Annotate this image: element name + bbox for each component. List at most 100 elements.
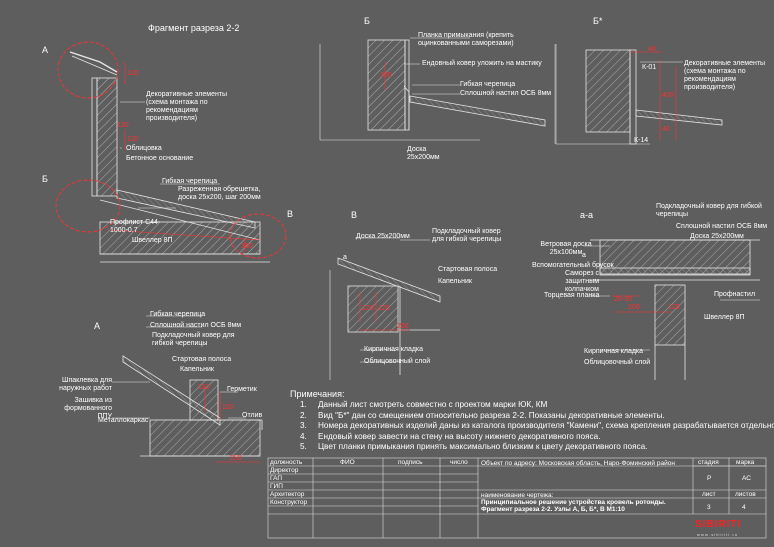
label-profiled-sheet: Профлист С44-1000-0.7 xyxy=(110,219,161,234)
stamp-col-name: ФИО xyxy=(340,459,355,466)
dim-value: 300 xyxy=(380,72,392,79)
label-a-sealant: Герметик xyxy=(227,386,257,393)
company-website: w w w . s i b i r i t i . r u xyxy=(697,532,738,537)
note-number: 1. xyxy=(300,400,307,409)
dim-value: 120 xyxy=(668,304,680,311)
note-number: 5. xyxy=(300,442,307,451)
label-aa-brick: Кирпичная кладка xyxy=(584,348,644,355)
node-b-star xyxy=(555,44,723,145)
label-channel-8p: Швеллер 8П xyxy=(132,237,173,244)
stamp-role: Архитектор xyxy=(270,491,305,498)
node-b-star-heading: Б* xyxy=(593,16,603,26)
label-cladding: Облицовка xyxy=(126,145,162,152)
label-aa-end-plank: Торцевая планка xyxy=(544,292,600,299)
dim-value: 40 xyxy=(648,46,656,53)
label-a-osb: Сплошной настил ОСБ 8мм xyxy=(150,322,242,329)
node-a-a xyxy=(590,239,760,380)
stamp-role: Директор xyxy=(270,467,299,474)
label-aa-board: Доска 25х200мм xyxy=(690,233,744,240)
label-v-a: а xyxy=(343,254,347,261)
node-v-heading: В xyxy=(351,210,358,220)
dim-value: 120 xyxy=(378,305,390,312)
node-a-heading: А xyxy=(94,321,101,331)
dim-value: 120 xyxy=(362,305,374,312)
label-concrete-base: Бетонное основание xyxy=(126,155,194,162)
stamp-mark-label: марка xyxy=(736,459,755,466)
note-item: Данный лист смотреть совместно с проекто… xyxy=(318,400,548,409)
stamp-drawing-name-1: Принципиальное решение устройства кровел… xyxy=(481,499,666,506)
node-b xyxy=(319,39,546,141)
notes-title: Примечания: xyxy=(290,389,345,399)
node-b-heading: Б xyxy=(364,16,370,26)
dim-value: 200 xyxy=(397,323,409,330)
dim-value: 120 xyxy=(127,136,139,143)
code-k01: К-01 xyxy=(642,64,657,71)
stamp-sheet-label: лист xyxy=(702,491,716,498)
stamp-drawing-caption: наименование чертежа: xyxy=(481,492,554,499)
note-number: 4. xyxy=(300,431,307,441)
dim-value: 250 xyxy=(230,455,242,462)
label-a-tile: Гибкая черепица xyxy=(150,311,206,318)
label-aa-osb: Сплошной настил ОСБ 8мм xyxy=(676,223,768,230)
label-aa-profiled: Профнастил xyxy=(714,291,756,298)
fragment-title: Фрагмент разреза 2-2 xyxy=(148,23,240,33)
marker-b: Б xyxy=(42,174,48,184)
label-aa-aux-bar: Вспомогательный брусок xyxy=(532,262,614,269)
label-decor-elements: Декоративные элементы (схема монтажа по … xyxy=(146,91,228,122)
label-sparse-lathing: Разреженная обрешетка, доска 25х200, шаг… xyxy=(178,186,261,201)
stamp-role: ГАП xyxy=(270,475,283,482)
node-a-a-heading: а-а xyxy=(580,210,594,220)
stamp-object: Объект по адресу: Московская область, На… xyxy=(481,460,675,467)
note-item: Цвет планки примыкания принять максималь… xyxy=(318,442,648,451)
node-a xyxy=(122,355,263,457)
stamp-stage-label: стадия xyxy=(698,459,719,466)
note-number: 2. xyxy=(300,410,307,420)
label-aa-screw: Саморез с защитным колпачком xyxy=(564,270,599,293)
dim-value: 200 xyxy=(628,304,640,311)
stamp-sheets-label: листов xyxy=(735,491,756,498)
company-logo: SIBIRITI xyxy=(695,519,742,530)
label-a-putty: Шпаклевка для наружных работ xyxy=(59,377,112,392)
stamp-col-date: число xyxy=(450,459,468,466)
stamp-role: ГИП xyxy=(270,483,283,490)
label-aa-wind-board: Ветровая доска 25х100мм xyxy=(540,241,592,256)
label-b-star-decor: Декоративные элементы (схема монтажа по … xyxy=(684,60,766,91)
label-v-facing: Облицовочный слой xyxy=(364,358,431,365)
label-v-brick: Кирпичная кладка xyxy=(364,346,424,353)
label-v-underlay: Подкладочный ковер для гибкой черепицы xyxy=(432,228,502,243)
marker-a: А xyxy=(42,45,49,55)
stamp-col-position: должность xyxy=(270,459,303,466)
stamp-role: Конструктор xyxy=(270,499,308,506)
stamp-drawing-name-2: Фрагмент разреза 2-2. Узлы А, Б, Б*, В М… xyxy=(481,506,625,513)
note-item: Вид "Б*" дан со смещением относительно р… xyxy=(318,410,665,420)
label-board-25x200: Доска 25х200мм xyxy=(407,146,440,161)
title-block xyxy=(267,457,767,539)
marker-v: В xyxy=(287,209,294,219)
code-k14: К-14 xyxy=(634,137,649,144)
dim-value: 40 xyxy=(662,126,670,133)
note-number: 3. xyxy=(300,421,307,430)
label-v-starter-strip: Стартовая полоса xyxy=(438,266,498,273)
label-aa-facing: Облицовочный слой xyxy=(584,359,651,366)
dim-value: 300 xyxy=(241,243,253,250)
stamp-mark-value: АС xyxy=(742,475,751,482)
label-a-hem: Зашивка из формованного ППУ xyxy=(64,397,112,420)
label-a-underlay: Подкладочный ковер для гибкой черепицы xyxy=(152,332,235,347)
label-v-drip: Капельник xyxy=(438,278,472,285)
label-v-board: Доска 25х200мм xyxy=(356,233,410,240)
stamp-stage-value: Р xyxy=(707,475,712,482)
stamp-col-signature: подпись xyxy=(398,459,423,466)
dim-value: 120 xyxy=(117,122,129,129)
label-osb-deck: Сплошной настил ОСБ 8мм xyxy=(460,90,552,97)
label-a-starter: Стартовая полоса xyxy=(172,356,232,363)
label-a-flashing: Отлив xyxy=(242,412,263,419)
label-a-metal-frame: Металлокаркас xyxy=(98,417,149,424)
dim-value: 120 xyxy=(127,70,139,77)
label-aa-a: а xyxy=(582,252,586,259)
note-item: Номера декоративных изделий даны из ката… xyxy=(318,421,774,430)
label-aa-channel: Швеллер 8П xyxy=(704,314,745,321)
stamp-sheet-value: 3 xyxy=(707,504,711,511)
label-b-flexible-tile: Гибкая черепица xyxy=(460,81,516,88)
